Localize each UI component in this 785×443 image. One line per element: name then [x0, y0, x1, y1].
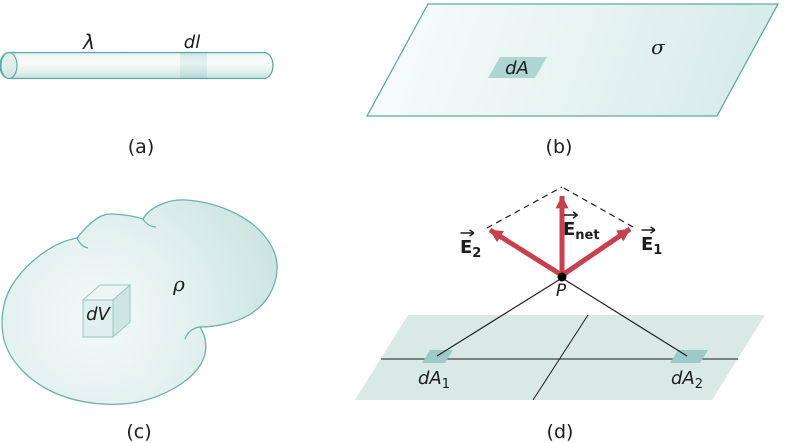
panel-b-plane: dA σ (b)	[365, 3, 780, 158]
dA1-patch	[422, 350, 453, 363]
charged-volume-blob	[1, 199, 278, 405]
E2-vector-arrow	[488, 227, 562, 277]
point-P-dot	[557, 272, 567, 282]
blob-lobe-overlap-lines	[76, 218, 201, 340]
dV-cube	[81, 283, 132, 339]
label-dA1: dA	[418, 368, 442, 389]
charged-plane	[365, 3, 780, 117]
E1-label: E1	[641, 226, 662, 258]
E1-vector-arrow	[562, 226, 632, 277]
svg-text:Enet: Enet	[563, 219, 600, 243]
rod-end-cap	[0, 51, 18, 80]
vector-hat-icon	[460, 229, 475, 237]
dA2-patch	[670, 350, 708, 363]
vector-hat-icon	[564, 211, 578, 219]
caption-a: (a)	[128, 136, 154, 158]
svg-text:dA2: dA2	[671, 368, 703, 392]
E2-label: E2	[460, 229, 481, 261]
E1-subscript: 1	[653, 243, 662, 258]
label-dA2: dA	[671, 368, 695, 389]
Enet-symbol: E	[563, 219, 575, 240]
caption-d: (d)	[547, 421, 574, 443]
plane-dA-patch	[488, 57, 547, 78]
caption-c: (c)	[126, 421, 151, 443]
cube-front-face	[82, 299, 114, 338]
panel-d-field: E2 Enet E1 P dA1 dA2 (d)	[355, 186, 765, 443]
Enet-subscript: net	[575, 228, 599, 243]
label-dl: dl	[184, 32, 200, 53]
dashed-parallelogram-left	[486, 186, 563, 229]
svg-text:E2: E2	[460, 237, 481, 261]
label-dA: dA	[505, 58, 529, 79]
label-dV: dV	[86, 304, 111, 325]
label-lambda: λ	[82, 30, 95, 54]
dA1-subscript: 1	[442, 377, 450, 392]
label-rho: ρ	[172, 272, 185, 296]
rod-body	[0, 51, 274, 80]
caption-b: (b)	[546, 136, 573, 158]
Enet-label: Enet	[563, 211, 600, 243]
svg-text:E1: E1	[641, 234, 662, 258]
E1-symbol: E	[641, 234, 653, 255]
line-P-to-dA1	[436, 277, 563, 357]
label-P: P	[556, 281, 567, 301]
E2-symbol: E	[460, 237, 472, 258]
plane-diagonal-line	[532, 314, 589, 401]
dashed-parallelogram-right	[561, 186, 634, 228]
vector-hat-icon	[641, 226, 656, 234]
E2-subscript: 2	[472, 246, 481, 261]
line-P-to-dA2	[561, 277, 688, 357]
dA2-subscript: 2	[695, 377, 703, 392]
panel-a-rod: λ dl (a)	[0, 30, 274, 158]
svg-text:dA1: dA1	[418, 368, 450, 392]
label-sigma: σ	[651, 35, 666, 59]
panel-c-blob: dV ρ (c)	[1, 199, 278, 443]
